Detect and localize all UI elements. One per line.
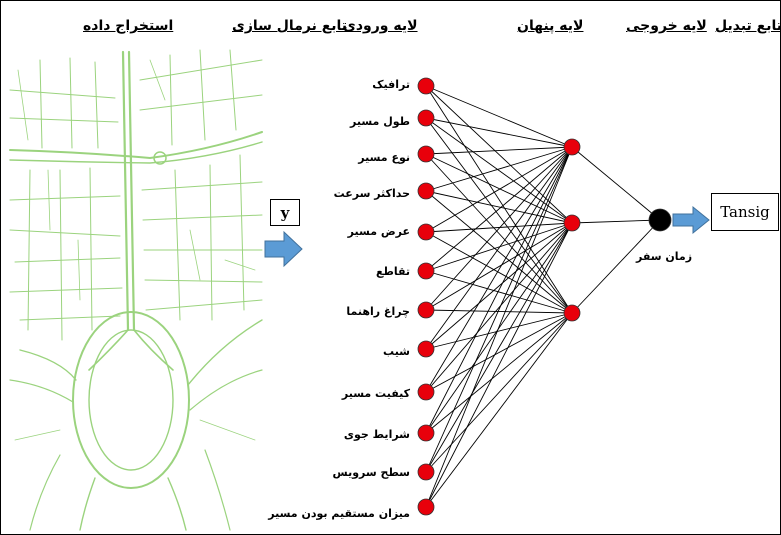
input-hidden-connection (425, 270, 573, 314)
input-hidden-connection (425, 146, 573, 393)
input-hidden-connection (425, 146, 573, 473)
input-node (417, 301, 435, 319)
header-hidden-layer: لایه پنهان (517, 18, 584, 34)
hidden-output-connection (571, 219, 661, 224)
input-label: شیب (383, 345, 410, 358)
input-node (417, 424, 435, 442)
input-hidden-connection (425, 222, 573, 508)
input-label: سطح سرویس (332, 466, 410, 479)
input-hidden-connection (425, 312, 573, 393)
input-node (417, 182, 435, 200)
hidden-node (563, 304, 581, 322)
normalized-value-box: y (270, 199, 300, 226)
header-normalization-function: تابع نرمال سازی (232, 18, 348, 34)
normalization-arrow (264, 230, 303, 268)
input-hidden-connection (425, 146, 573, 508)
input-hidden-connection (425, 190, 573, 314)
input-hidden-connection (425, 312, 573, 434)
input-label: حداکثر سرعت (333, 187, 410, 200)
input-hidden-connection (425, 85, 573, 224)
input-hidden-connection (425, 153, 573, 224)
input-label: تقاطع (375, 265, 410, 278)
network-nodes (417, 77, 672, 516)
input-node (417, 383, 435, 401)
input-hidden-connection (425, 309, 573, 314)
header-data-extraction: استخراج داده (83, 18, 174, 34)
input-node (417, 262, 435, 280)
input-hidden-connection (425, 117, 573, 148)
input-labels: ترافیک طول مسیر نوع مسیر حداکثر سرعت عرض… (268, 0, 410, 535)
input-hidden-connection (425, 146, 573, 272)
input-hidden-connection (425, 85, 573, 148)
input-hidden-connection (425, 312, 573, 350)
road-network-map (9, 49, 263, 531)
input-label: نوع مسیر (358, 151, 410, 164)
output-arrow (672, 205, 710, 235)
input-hidden-connection (425, 222, 573, 233)
input-hidden-connection (425, 222, 573, 272)
input-hidden-connection (425, 146, 573, 192)
input-hidden-connection (425, 146, 573, 155)
input-node (417, 145, 435, 163)
input-hidden-connection (425, 222, 573, 311)
input-label: ترافیک (372, 78, 410, 91)
input-node (417, 223, 435, 241)
input-hidden-connection (425, 222, 573, 350)
connection-lines (425, 85, 661, 508)
input-label: شرایط جوی (343, 428, 410, 441)
input-hidden-connection (425, 85, 573, 314)
output-label: زمان سفر (636, 250, 693, 263)
header-transfer-function: تابع تبدیل (715, 18, 781, 34)
input-hidden-connection (425, 222, 573, 473)
input-node (417, 340, 435, 358)
input-label: میزان مستقیم بودن مسیر (268, 507, 410, 520)
hidden-node (563, 138, 581, 156)
input-label: طول مسیر (350, 115, 410, 128)
input-node (417, 109, 435, 127)
input-hidden-connection (425, 146, 573, 311)
input-hidden-connection (425, 222, 573, 393)
input-hidden-connection (425, 190, 573, 224)
input-hidden-connection (425, 231, 573, 314)
input-hidden-connection (425, 146, 573, 434)
input-hidden-connection (425, 153, 573, 314)
hidden-output-connection (571, 146, 661, 221)
input-label: چراغ راهنما (346, 305, 410, 318)
input-node (417, 463, 435, 481)
input-hidden-connection (425, 146, 573, 350)
input-node (417, 77, 435, 95)
input-hidden-connection (425, 312, 573, 508)
input-label: کیفیت مسیر (341, 387, 410, 400)
input-hidden-connection (425, 312, 573, 473)
hidden-output-connection (571, 219, 661, 314)
input-hidden-connection (425, 117, 573, 314)
transfer-function-box: Tansig (711, 193, 779, 231)
input-hidden-connection (425, 117, 573, 224)
header-output-layer: لایه خروجی (626, 18, 707, 34)
input-label: عرض مسیر (347, 225, 410, 238)
header-input-layer: لایه ورودی (343, 18, 418, 34)
input-hidden-connection (425, 146, 573, 233)
input-node (417, 498, 435, 516)
hidden-node (563, 214, 581, 232)
output-node (648, 208, 672, 232)
